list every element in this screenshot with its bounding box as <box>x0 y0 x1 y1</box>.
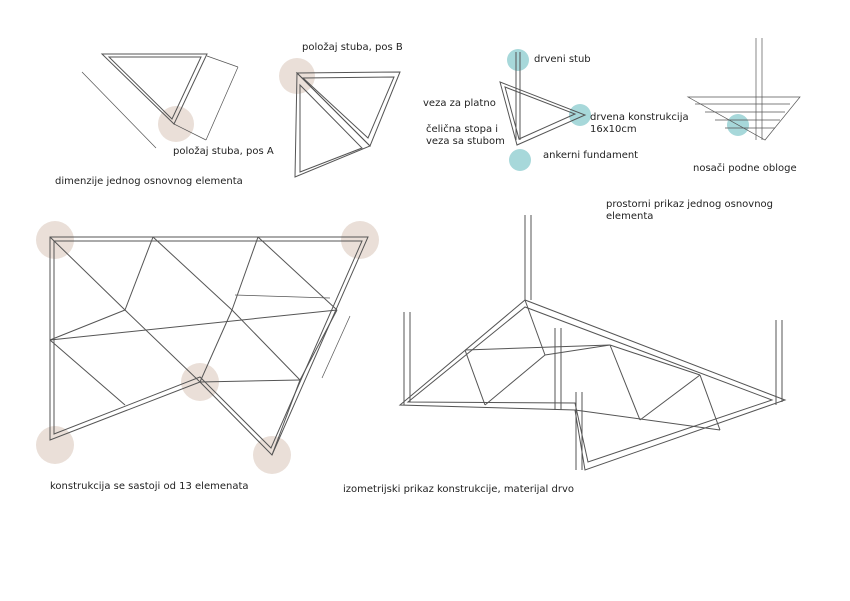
label-celicna-stopa-1: čelična stopa i <box>426 124 499 135</box>
isometric-view <box>398 215 787 471</box>
post-marker <box>36 426 74 464</box>
detail-marker <box>507 49 529 71</box>
element-3d <box>499 52 587 146</box>
floor-supports-3d <box>686 38 801 141</box>
caption-konstrukcija: konstrukcija se sastoji od 13 elemenata <box>50 481 249 492</box>
label-pos-b: položaj stuba, pos B <box>302 42 403 53</box>
label-nosaci: nosači podne obloge <box>693 163 797 174</box>
detail-marker <box>569 104 591 126</box>
caption-dimensions: dimenzije jednog osnovnog elementa <box>55 176 243 187</box>
label-pos-a: položaj stuba, pos A <box>173 146 274 157</box>
label-drvena-dim: 16x10cm <box>590 124 637 135</box>
label-drvena-konstrukcija: drvena konstrukcija <box>590 112 689 123</box>
label-drveni-stub: drveni stub <box>534 54 591 65</box>
post-markers <box>36 58 379 474</box>
structure-plan <box>49 236 369 456</box>
label-celicna-stopa-2: veza sa stubom <box>426 136 505 147</box>
caption-prostorni-1: prostorni prikaz jednog osnovnog <box>606 199 774 210</box>
caption-prostorni-2: elementa <box>606 211 654 222</box>
post-marker-a <box>158 106 194 142</box>
post-marker <box>36 221 74 259</box>
element-plan-b <box>294 71 401 178</box>
label-ankerni: ankerni fundament <box>543 150 639 161</box>
caption-izometrijski: izometrijski prikaz konstrukcije, materi… <box>343 484 575 495</box>
label-veza-za-platno: veza za platno <box>423 98 496 109</box>
post-marker <box>341 221 379 259</box>
detail-marker <box>509 149 531 171</box>
element-plan-a <box>81 53 239 149</box>
